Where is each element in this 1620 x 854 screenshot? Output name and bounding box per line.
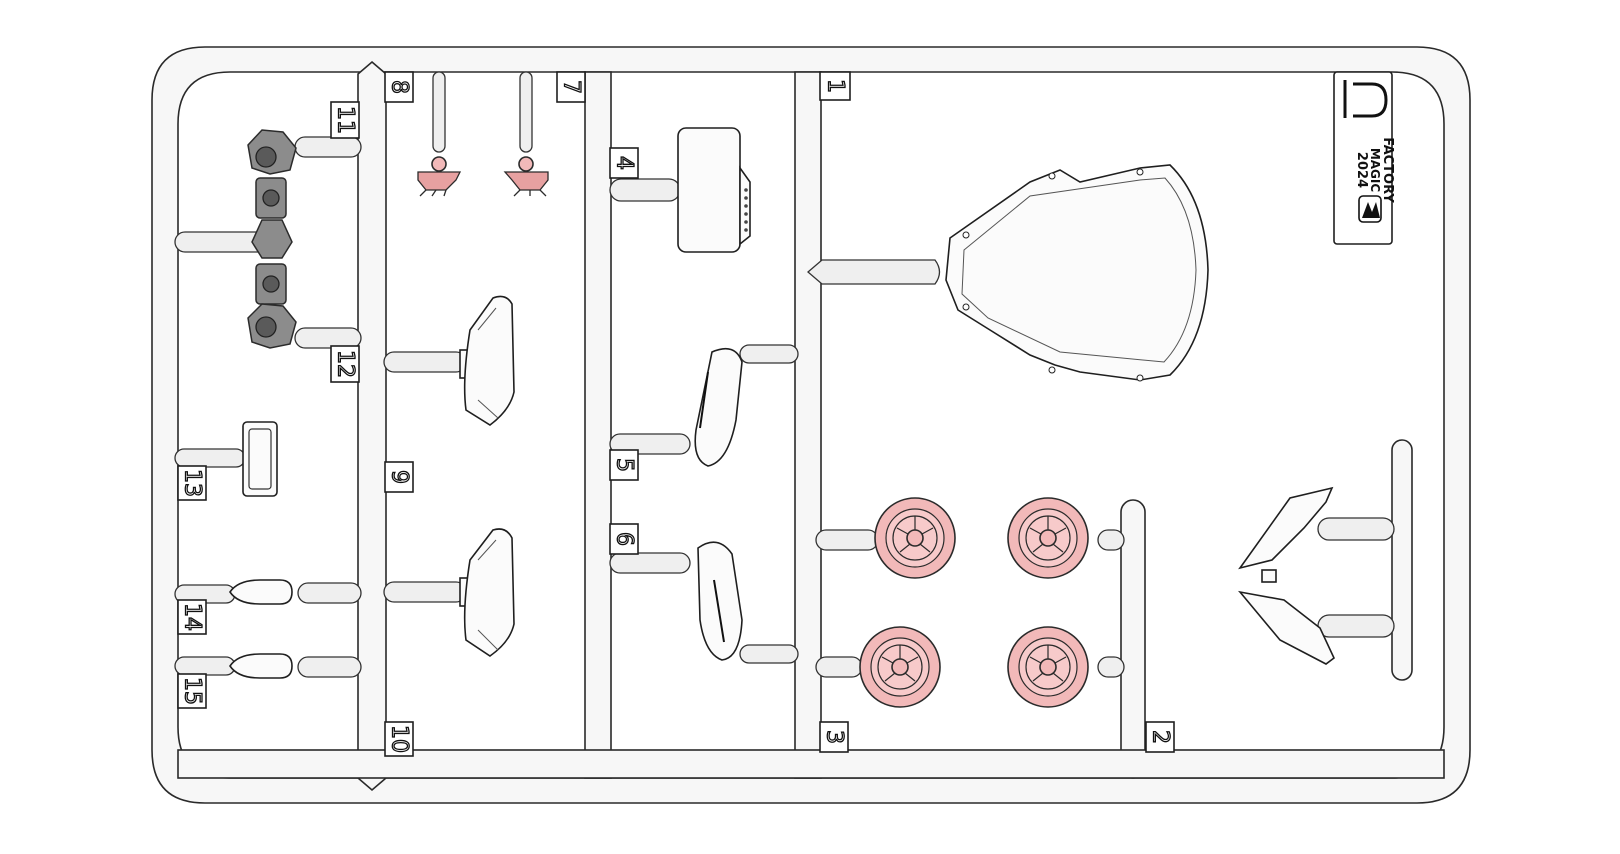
part-number-10: 10 xyxy=(387,725,412,753)
tag-11: 11 xyxy=(330,101,360,139)
wheel-top-left xyxy=(874,497,956,579)
logo-year: 2024 xyxy=(1354,152,1369,188)
tag-13: 13 xyxy=(177,465,207,501)
part-number-3: 3 xyxy=(822,730,847,744)
part-number-tags: 1 2 3 4 5 6 7 8 xyxy=(177,71,1175,757)
part-number-2: 2 xyxy=(1148,730,1173,744)
part-4-panel xyxy=(677,127,751,253)
tag-6: 6 xyxy=(609,523,639,555)
part-1-windscreen xyxy=(945,164,1209,382)
part-14-15-rods xyxy=(229,579,293,679)
tag-14: 14 xyxy=(177,599,207,635)
part-number-9: 9 xyxy=(387,470,412,484)
wheel-top-right xyxy=(1007,497,1089,579)
manufacturer-logo: 2024 MAGIC FACTORY xyxy=(1333,71,1395,245)
part-number-4: 4 xyxy=(612,156,637,170)
tag-15: 15 xyxy=(177,673,207,709)
logo-line1: MAGIC xyxy=(1368,148,1382,193)
tag-3: 3 xyxy=(819,721,849,753)
tag-12: 12 xyxy=(330,345,360,383)
gate-stubs xyxy=(174,71,1395,678)
part-9-10-mirrors xyxy=(459,295,515,657)
part-number-8: 8 xyxy=(387,80,412,94)
tag-5: 5 xyxy=(609,449,639,481)
part-number-11: 11 xyxy=(333,106,358,134)
logo-line2: FACTORY xyxy=(1380,137,1395,203)
part-5-6-side-mirrors xyxy=(694,347,743,661)
part-number-12: 12 xyxy=(333,350,358,378)
part-number-15: 15 xyxy=(180,677,205,705)
clear-wing-parts xyxy=(1237,486,1335,665)
tag-10: 10 xyxy=(384,721,414,757)
tag-1: 1 xyxy=(819,71,851,101)
part-number-1: 1 xyxy=(823,79,848,93)
part-13-plate xyxy=(242,421,278,497)
part-number-14: 14 xyxy=(180,603,205,631)
vertical-runners xyxy=(177,60,1445,792)
tag-8: 8 xyxy=(384,71,414,103)
pink-wheels xyxy=(859,497,1089,708)
tag-4: 4 xyxy=(609,147,639,179)
tag-2: 2 xyxy=(1145,721,1175,753)
part-number-7: 7 xyxy=(559,80,584,94)
tag-9: 9 xyxy=(384,461,414,493)
part-number-13: 13 xyxy=(180,469,205,497)
tag-7: 7 xyxy=(556,71,586,103)
part-11-12-grey-brackets xyxy=(247,129,297,349)
wheel-bottom-left xyxy=(859,626,941,708)
part-number-6: 6 xyxy=(612,532,637,546)
logo-mark xyxy=(1358,195,1382,223)
part-7-8-pink-claws xyxy=(417,156,549,197)
wheel-bottom-right xyxy=(1007,626,1089,708)
part-number-5: 5 xyxy=(612,458,637,472)
